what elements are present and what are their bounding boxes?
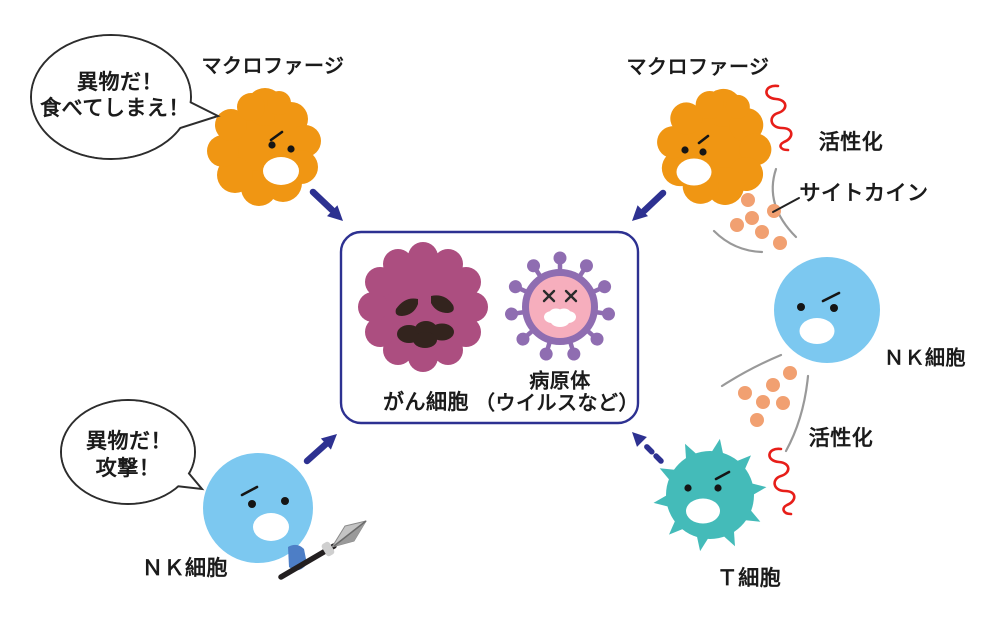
macrophage-cell-right	[646, 77, 783, 217]
label-pathogen-line1: 病原体	[529, 370, 591, 393]
cytokine-dots-top	[730, 193, 787, 250]
bubble-nk-line1: 異物だ！	[86, 430, 172, 453]
cytokine-dots-bottom	[738, 366, 797, 427]
label-cancer-cell: がん細胞	[383, 391, 469, 414]
cytokine-pointer-line	[772, 197, 800, 213]
speech-bubble-nk	[60, 399, 205, 505]
arrow-macrophage-left	[309, 188, 343, 221]
macrophage-cell-left	[207, 88, 321, 206]
cytokine-stream-bottom	[720, 353, 810, 453]
macrophage-left-face	[263, 130, 299, 185]
label-activation-top: 活性化	[818, 131, 884, 154]
virus-pathogen	[504, 252, 616, 363]
nk-left-face	[240, 485, 289, 541]
label-t-cell: Ｔ細胞	[716, 567, 782, 590]
macrophage-right-face	[676, 134, 712, 186]
nk-cell-right	[774, 257, 880, 363]
label-macrophage-left: マクロファージ	[201, 55, 345, 78]
activation-squiggle-bottom	[768, 447, 796, 516]
bubble-macrophage-line2: 食べてしまえ！	[40, 97, 190, 120]
label-macrophage-right: マクロファージ	[626, 56, 770, 79]
label-activation-bottom: 活性化	[808, 427, 874, 450]
t-cell	[652, 437, 768, 553]
cancer-cell-face	[395, 295, 454, 348]
label-cytokine: サイトカイン	[799, 182, 929, 205]
label-nk-left: ＮＫ細胞	[142, 557, 228, 580]
arrow-nk-left	[303, 434, 337, 465]
arrow-t-cell-dashed	[632, 432, 664, 464]
spear	[278, 520, 367, 580]
cancer-cell	[358, 242, 488, 372]
bubble-nk-line2: 攻撃！	[95, 457, 161, 480]
arrow-macrophage-right	[632, 189, 667, 221]
cytokine-stream-top	[712, 167, 800, 254]
t-cell-face	[684, 470, 731, 524]
speech-bubble-macrophage	[30, 34, 221, 160]
activation-squiggle-top	[765, 84, 793, 152]
bubble-macrophage-line1: 異物だ！	[77, 71, 163, 94]
nk-right-face	[797, 291, 841, 344]
label-nk-right: ＮＫ細胞	[884, 347, 966, 370]
virus-face	[542, 289, 578, 327]
nk-cell-left	[203, 453, 367, 580]
label-pathogen-line2: （ウイルスなど）	[475, 392, 639, 415]
